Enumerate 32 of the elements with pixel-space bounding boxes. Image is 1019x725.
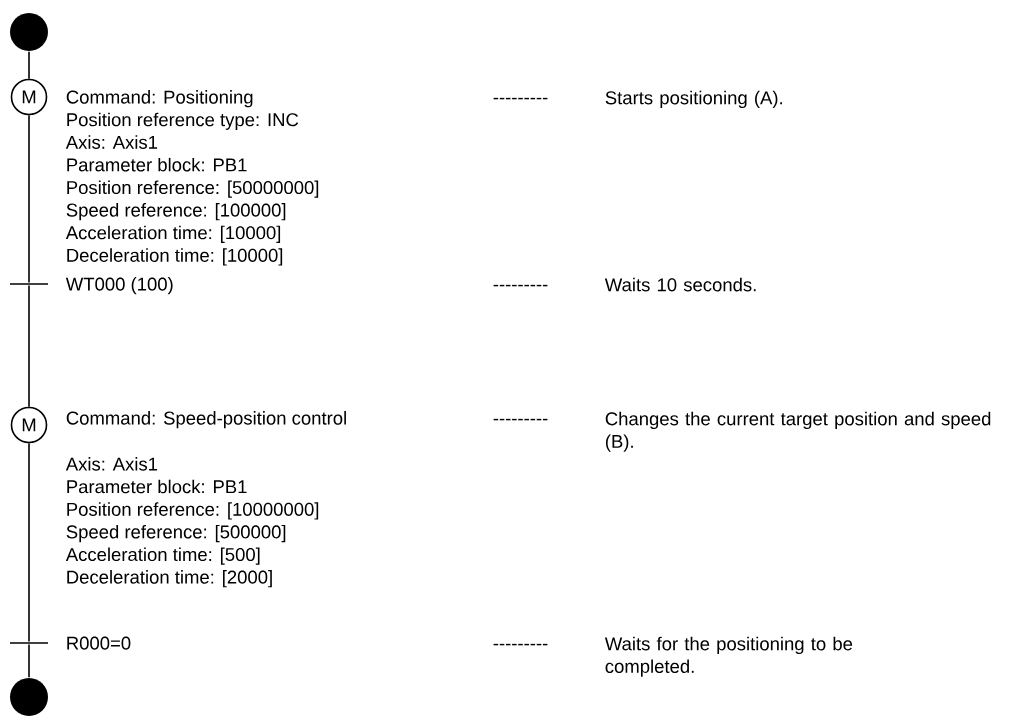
command-text: Parameter block: PB1 <box>67 157 247 172</box>
command-text: Axis: Axis1 <box>65 135 158 149</box>
command-text: Position reference type: INC <box>67 112 299 130</box>
command-text: Deceleration time: [10000] <box>67 248 283 266</box>
connector-line <box>28 51 30 80</box>
command-text: Acceleration time: [10000] <box>65 225 281 243</box>
command-text: R000=0 <box>67 636 131 650</box>
command-text: Position reference: [10000000] <box>67 502 319 520</box>
command-text: Position reference: [50000000] <box>67 180 319 198</box>
command-text: WT000 (100) <box>65 277 173 295</box>
comment-dashes: --------- <box>493 643 548 646</box>
comment-text: Waits 10 seconds. <box>604 277 756 292</box>
command-text: Speed reference: [100000] <box>66 203 286 221</box>
comment-dashes: --------- <box>493 97 548 100</box>
command-text: Command: Speed-position control <box>66 411 346 429</box>
terminal-dot <box>10 678 48 716</box>
command-text: Parameter block: PB1 <box>67 479 247 494</box>
connector-line <box>28 284 30 408</box>
comment-text: Changes the current target position and speed (B). <box>605 411 991 452</box>
comment-text: Starts positioning (A). <box>605 90 782 109</box>
terminal-dot <box>10 13 48 51</box>
comment-text: Waits for the positioning to be completed. <box>604 636 853 677</box>
connector-line <box>28 643 30 678</box>
connector-line <box>28 442 30 643</box>
command-text: Acceleration time: [500] <box>65 547 260 565</box>
comment-dashes: --------- <box>493 284 548 287</box>
connector-line <box>28 114 30 284</box>
comment-dashes: --------- <box>493 418 548 421</box>
command-text: Command: Positioning <box>66 90 253 108</box>
command-text: Deceleration time: [2000] <box>67 570 272 588</box>
command-text: Speed reference: [500000] <box>66 524 286 543</box>
command-text: Axis: Axis1 <box>65 457 158 471</box>
